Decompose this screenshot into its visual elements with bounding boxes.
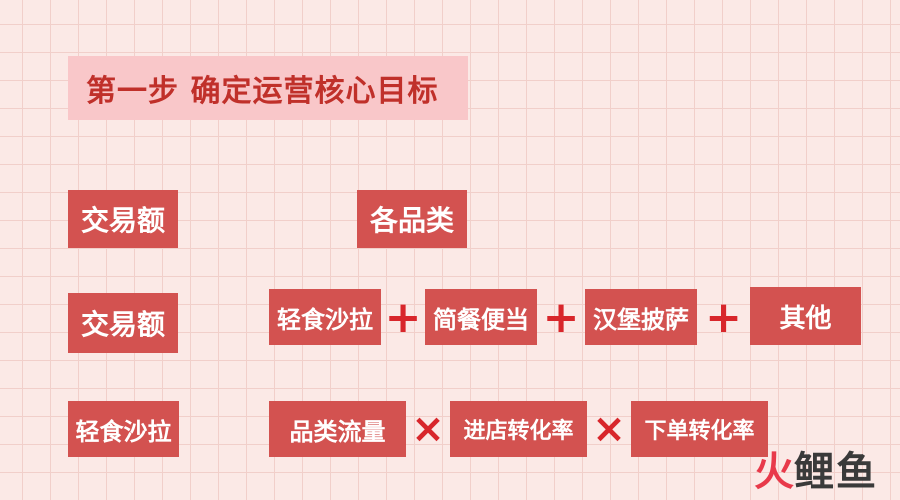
plus-operator-3: + <box>705 291 742 343</box>
brand-logo: 火 鲤鱼 <box>754 452 878 492</box>
row2-item-burger: 汉堡披萨 <box>585 289 697 345</box>
plus-operator-1: + <box>384 291 422 343</box>
page-title: 第一步 确定运营核心目标 <box>68 56 468 120</box>
row2-item-meal: 简餐便当 <box>425 289 537 345</box>
times-operator-2: × <box>592 406 626 452</box>
logo-text: 鲤鱼 <box>794 449 878 495</box>
row1-right-box: 各品类 <box>357 190 467 248</box>
row2-left-box: 交易额 <box>68 293 178 353</box>
logo-fire-char: 火 <box>754 449 794 495</box>
plus-operator-2: + <box>542 291 580 343</box>
row1-left-box: 交易额 <box>68 190 178 248</box>
row2-item-salad: 轻食沙拉 <box>269 289 381 345</box>
row3-item-store-conversion: 进店转化率 <box>450 401 587 457</box>
row3-item-order-conversion: 下单转化率 <box>631 401 768 457</box>
row3-item-traffic: 品类流量 <box>269 401 406 457</box>
row2-item-other: 其他 <box>750 287 861 345</box>
row3-left-box: 轻食沙拉 <box>68 401 179 457</box>
times-operator-1: × <box>411 406 445 452</box>
